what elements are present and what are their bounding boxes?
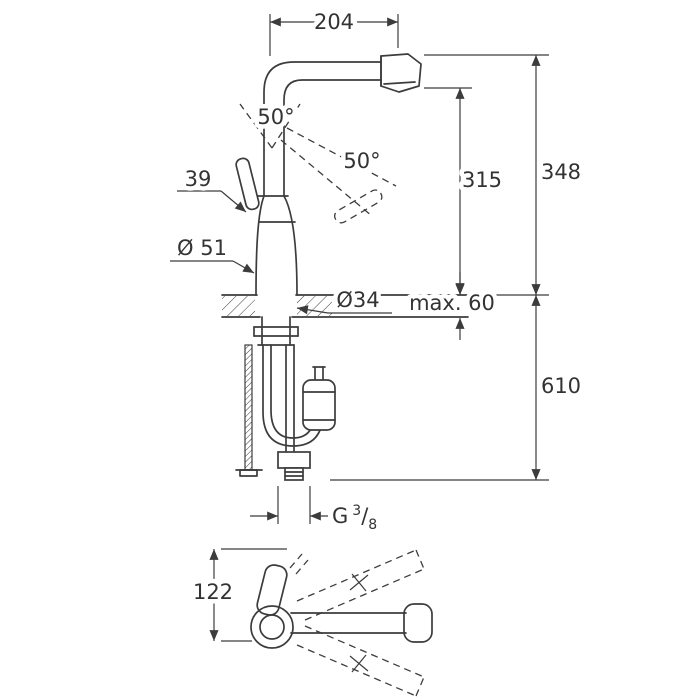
spout-outline	[263, 61, 382, 197]
swivel-left-dashed	[239, 103, 301, 149]
mounting-shank	[253, 316, 299, 346]
dim-under-deck-label: 610	[541, 374, 581, 398]
body-outline	[255, 195, 298, 296]
dim-lever	[177, 190, 247, 213]
spray-head	[380, 53, 422, 93]
dim-lever-label: 39	[185, 167, 212, 191]
dim-top-width-label: 204	[314, 10, 354, 34]
spout-swivel-lower-dashed	[296, 625, 425, 697]
hose-weight	[302, 379, 336, 431]
dim-swivel-left-label: 50°	[257, 105, 294, 129]
dim-swivel-right-label: 50°	[343, 149, 380, 173]
faucet-side-view	[221, 53, 469, 481]
escutcheon-circle	[250, 605, 294, 649]
spout-top-view	[290, 603, 433, 643]
spout-swivel-upper-dashed	[296, 549, 425, 621]
supply-hose	[285, 344, 295, 453]
dim-body-diameter-label: Ø 51	[177, 236, 227, 260]
dim-topview-height	[209, 548, 287, 642]
dim-deck-thickness-label: max. 60	[409, 291, 495, 315]
swivel-right-dashed	[280, 127, 397, 224]
dim-under-deck	[330, 295, 549, 481]
faucet-top-view	[250, 549, 433, 697]
dim-top-width	[269, 14, 399, 56]
deck-surface	[221, 294, 469, 318]
lever-top-view	[256, 553, 309, 616]
dim-shank-diameter-label: Ø34	[336, 288, 379, 312]
dim-topview-height-label: 122	[193, 580, 233, 604]
dim-spout-height-label: 315	[462, 168, 502, 192]
dim-spout-height	[424, 87, 472, 295]
threaded-rod	[235, 344, 263, 477]
lever-handle	[235, 157, 260, 211]
dimension-lines	[170, 14, 549, 642]
dim-body-diameter	[170, 260, 255, 274]
dim-overall-height-label: 348	[541, 160, 581, 184]
supply-fitting	[277, 451, 311, 481]
dimension-labels: 204 50° 50° 39 Ø 51 315 348 Ø34 max. 60 …	[173, 6, 586, 609]
escutcheon-inner-circle	[259, 614, 285, 640]
dim-thread	[250, 486, 328, 524]
